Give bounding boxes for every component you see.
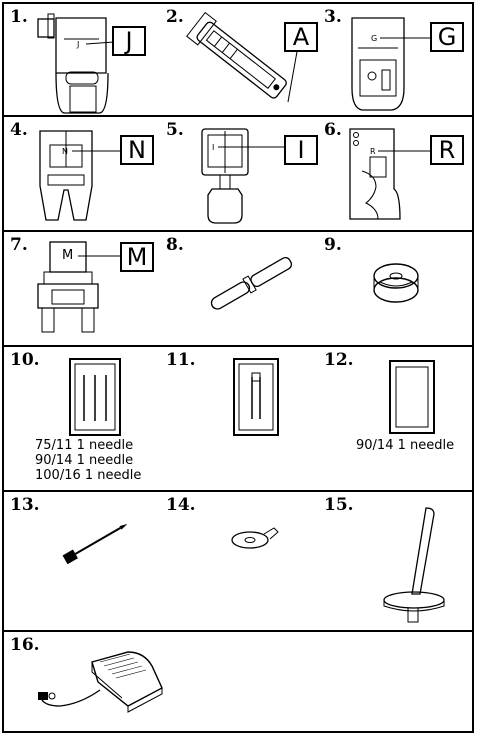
item-8: 8. <box>160 232 318 345</box>
letter-label: J <box>112 26 146 56</box>
item-5: 5. I I <box>160 117 318 230</box>
bobbin-icon <box>373 263 419 303</box>
foot-label: N <box>62 147 68 156</box>
item-number: 2. <box>166 7 184 27</box>
item-number: 7. <box>10 235 28 255</box>
letter-label: R <box>430 135 464 165</box>
item-10: 10. 75/11 1 needle 90/14 1 needle 100/16… <box>4 347 160 490</box>
item-number: 15. <box>324 495 354 515</box>
foot-label: I <box>212 143 215 152</box>
item-number: 8. <box>166 235 184 255</box>
item-16: 16. <box>4 632 304 733</box>
foot-controller-icon <box>38 651 163 713</box>
item-number: 10. <box>10 350 40 370</box>
item-number: 9. <box>324 235 342 255</box>
divider <box>2 630 474 632</box>
needle-caption: 75/11 1 needle <box>35 438 134 453</box>
monogramming-foot-icon <box>39 130 93 221</box>
item-13: 13. <box>4 492 160 630</box>
item-1: 1. J J <box>4 4 160 115</box>
item-number: 12. <box>324 350 354 370</box>
divider <box>2 230 474 232</box>
item-number: 5. <box>166 120 184 140</box>
item-12: 12. 90/14 1 needle <box>318 347 474 490</box>
item-number: 1. <box>10 7 28 27</box>
spool-pin-icon <box>383 507 445 623</box>
needle-caption: 90/14 1 needle <box>35 453 134 468</box>
item-number: 11. <box>166 350 196 370</box>
foot-label: M <box>62 248 74 263</box>
divider <box>2 490 474 492</box>
item-number: 13. <box>10 495 40 515</box>
blind-stitch-foot-icon <box>201 128 249 224</box>
letter-label: G <box>430 22 464 52</box>
item-2: 2. A <box>160 4 318 115</box>
item-11: 11. <box>160 347 318 490</box>
needle-caption: 90/14 1 needle <box>356 438 455 453</box>
lint-brush-icon <box>62 523 128 565</box>
outer-frame <box>2 2 474 733</box>
needle-caption: 100/16 1 needle <box>35 468 142 483</box>
letter-label: I <box>284 135 318 165</box>
overcasting-foot-icon <box>351 17 405 111</box>
foot-label: R <box>370 147 376 156</box>
foot-label: G <box>371 34 378 43</box>
item-14: 14. <box>160 492 318 630</box>
twin-needle-pack-icon <box>233 358 279 436</box>
buttonhole-foot-icon <box>186 11 299 103</box>
letter-label: N <box>120 135 154 165</box>
seam-ripper-icon <box>210 256 293 310</box>
satin-stitch-foot-icon <box>37 241 99 333</box>
item-number: 6. <box>324 120 342 140</box>
item-9: 9. <box>318 232 474 345</box>
item-number: 14. <box>166 495 196 515</box>
foot-label: J <box>77 40 80 49</box>
divider <box>2 345 474 347</box>
item-number: 16. <box>10 635 40 655</box>
needle-pack-icon <box>69 358 121 436</box>
item-number: 4. <box>10 120 28 140</box>
spool-cap-icon <box>231 527 279 549</box>
item-3: 3. G G <box>318 4 474 115</box>
item-number: 3. <box>324 7 342 27</box>
item-6: 6. R R <box>318 117 474 230</box>
item-15: 15. <box>318 492 474 630</box>
zipper-foot-icon <box>37 13 109 114</box>
rolled-hem-foot-icon <box>349 128 401 220</box>
divider <box>2 115 474 117</box>
letter-label: A <box>284 22 318 52</box>
needle-pack-empty-icon <box>389 360 435 434</box>
item-7: 7. M M <box>4 232 160 345</box>
item-4: 4. N N <box>4 117 160 230</box>
letter-label: M <box>120 242 154 272</box>
